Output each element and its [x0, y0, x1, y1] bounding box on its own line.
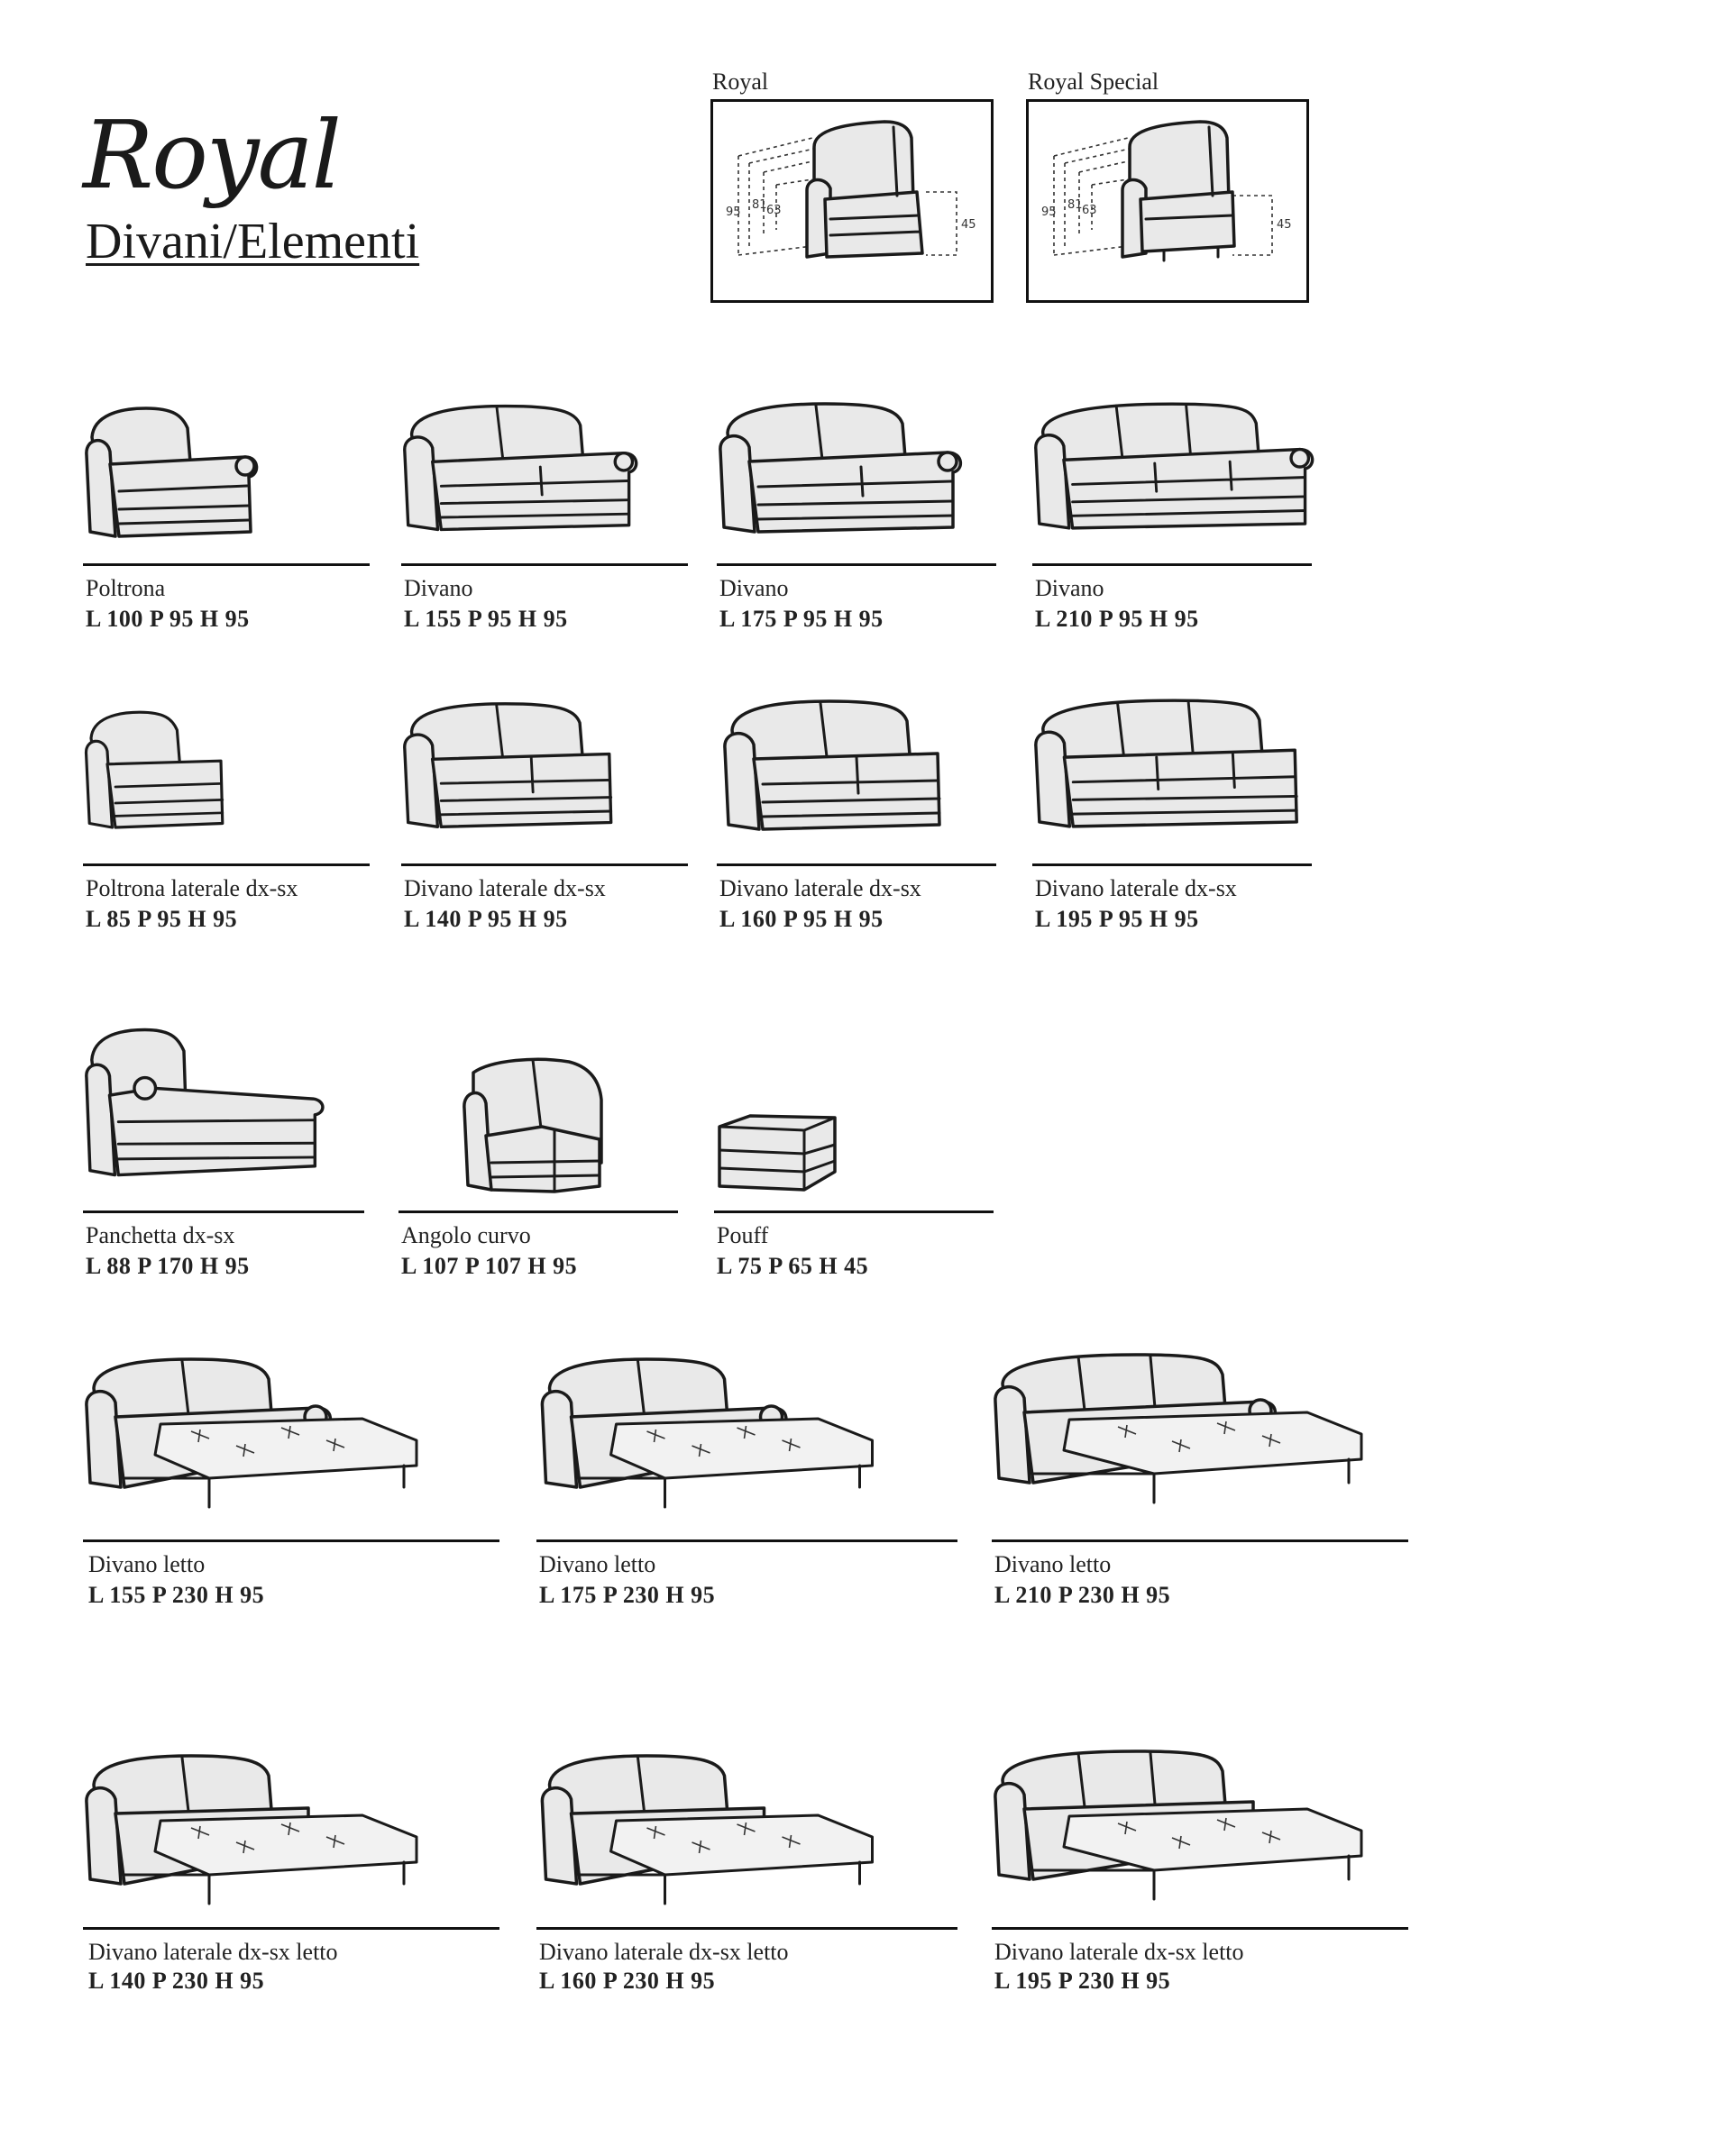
two-seat-sofa-icon [401, 397, 645, 541]
item-divider [714, 1210, 994, 1213]
item-dimensions: L 85 P 95 H 95 [86, 906, 238, 932]
variant-diagram-royal-special: 95 81 63 45 [1026, 99, 1309, 303]
svg-text:81: 81 [1067, 198, 1083, 212]
armchair-icon [83, 401, 263, 545]
item-name: Divano laterale dx-sx [404, 875, 606, 901]
svg-text:81: 81 [752, 198, 767, 212]
item-divider [83, 563, 370, 566]
item-dimensions: L 107 P 107 H 95 [401, 1253, 578, 1279]
brand-title: Royal [83, 100, 342, 210]
item-dimensions: L 175 P 230 H 95 [539, 1582, 716, 1608]
item-divider [401, 563, 688, 566]
side-sofa-bed-three-icon [992, 1744, 1370, 1906]
item-name: Divano laterale dx-sx letto [539, 1939, 789, 1965]
side-sofa-icon [401, 694, 627, 838]
chaise-icon [83, 1023, 331, 1185]
item-divider [1032, 863, 1312, 866]
item-divider [536, 1539, 957, 1542]
item-divider [83, 1927, 499, 1930]
side-sofa-icon [717, 694, 960, 838]
armchair-dimensions-icon: 95 81 63 45 [726, 120, 976, 259]
svg-text:45: 45 [961, 218, 976, 232]
side-armchair-icon [83, 699, 245, 843]
item-name: Panchetta dx-sx [86, 1222, 235, 1248]
side-sofa-bed-icon [536, 1749, 884, 1911]
svg-text:95: 95 [726, 206, 741, 219]
item-divider [1032, 563, 1312, 566]
item-dimensions: L 195 P 95 H 95 [1035, 906, 1199, 932]
curved-corner-icon [455, 1055, 618, 1199]
item-divider [83, 1539, 499, 1542]
item-divider [83, 863, 370, 866]
sofa-bed-icon [536, 1352, 884, 1514]
item-divider [536, 1927, 957, 1930]
item-name: Poltrona laterale dx-sx [86, 875, 298, 901]
item-name: Pouff [717, 1222, 769, 1248]
item-dimensions: L 175 P 95 H 95 [719, 606, 884, 632]
item-dimensions: L 140 P 95 H 95 [404, 906, 568, 932]
item-dimensions: L 160 P 230 H 95 [539, 1968, 716, 1994]
item-dimensions: L 160 P 95 H 95 [719, 906, 884, 932]
side-sofa-bed-icon [83, 1749, 426, 1911]
sofa-bed-three-icon [992, 1348, 1370, 1510]
item-dimensions: L 100 P 95 H 95 [86, 606, 250, 632]
item-dimensions: L 210 P 230 H 95 [994, 1582, 1171, 1608]
item-name: Divano [719, 575, 789, 601]
item-name: Divano laterale dx-sx letto [88, 1939, 338, 1965]
item-name: Poltrona [86, 575, 166, 601]
item-divider [717, 863, 996, 866]
side-sofa-three-icon [1032, 692, 1307, 836]
item-name: Divano letto [539, 1551, 656, 1577]
item-name: Divano laterale dx-sx [719, 875, 921, 901]
item-divider [717, 563, 996, 566]
variant-label-royal-special: Royal Special [1028, 69, 1159, 95]
item-dimensions: L 140 P 230 H 95 [88, 1968, 265, 1994]
item-dimensions: L 75 P 65 H 45 [717, 1253, 869, 1279]
item-name: Divano laterale dx-sx letto [994, 1939, 1244, 1965]
item-name: Divano [404, 575, 473, 601]
item-name: Angolo curvo [401, 1222, 531, 1248]
item-divider [401, 863, 688, 866]
item-divider [992, 1539, 1408, 1542]
variant-label-royal: Royal [712, 69, 769, 95]
item-dimensions: L 210 P 95 H 95 [1035, 606, 1199, 632]
item-name: Divano letto [994, 1551, 1112, 1577]
item-dimensions: L 195 P 230 H 95 [994, 1968, 1171, 1994]
item-dimensions: L 155 P 95 H 95 [404, 606, 568, 632]
page-subtitle: Divani/Elementi [86, 214, 420, 270]
item-name: Divano [1035, 575, 1104, 601]
item-dimensions: L 88 P 170 H 95 [86, 1253, 250, 1279]
pouf-icon [714, 1109, 840, 1199]
item-name: Divano letto [88, 1551, 206, 1577]
item-divider [398, 1210, 678, 1213]
sofa-bed-icon [83, 1352, 426, 1514]
svg-text:63: 63 [1082, 204, 1097, 217]
variant-diagram-royal: 95 81 63 45 [710, 99, 994, 303]
two-seat-sofa-icon [717, 397, 969, 541]
item-name: Divano laterale dx-sx [1035, 875, 1237, 901]
item-divider [83, 1210, 364, 1213]
item-dimensions: L 155 P 230 H 95 [88, 1582, 265, 1608]
svg-text:45: 45 [1277, 218, 1292, 232]
svg-text:95: 95 [1041, 206, 1057, 219]
armchair-dimensions-icon: 95 81 63 45 [1041, 120, 1292, 262]
item-divider [992, 1927, 1408, 1930]
three-seat-sofa-icon [1032, 395, 1321, 539]
svg-text:63: 63 [766, 204, 782, 217]
